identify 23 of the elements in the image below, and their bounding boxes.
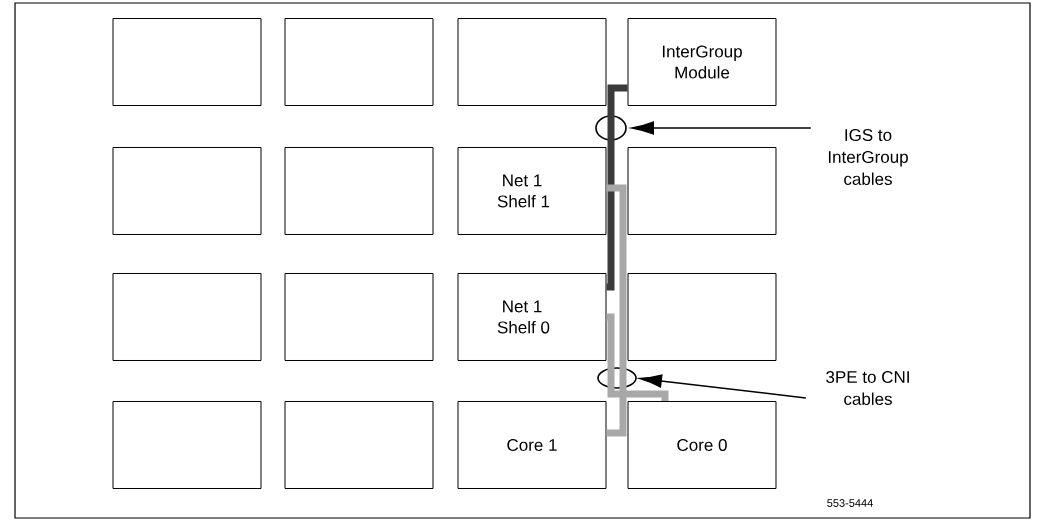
module-box: Core 1 — [457, 401, 607, 489]
figure-number: 553-5444 — [827, 499, 873, 507]
cable — [606, 184, 627, 437]
module-box: Net 1 Shelf 0 — [457, 273, 607, 361]
module-box — [284, 273, 434, 361]
module-box — [112, 401, 262, 489]
module-box — [627, 273, 777, 361]
module-box — [457, 18, 607, 106]
module-box — [627, 147, 777, 235]
module-box: Net 1 Shelf 1 — [457, 147, 607, 235]
cable — [606, 84, 628, 291]
module-box — [284, 147, 434, 235]
module-box: Core 0 — [627, 401, 777, 489]
arrow — [631, 121, 812, 135]
module-box: InterGroup Module — [627, 18, 777, 106]
arrow — [639, 374, 807, 399]
callout-text: 3PE to CNI cables — [826, 370, 909, 405]
module-box — [284, 401, 434, 489]
module-box — [112, 147, 262, 235]
module-box — [284, 18, 434, 106]
module-box — [112, 18, 262, 106]
module-box — [112, 273, 262, 361]
callout-text: IGS to InterGroup cables — [828, 129, 908, 185]
